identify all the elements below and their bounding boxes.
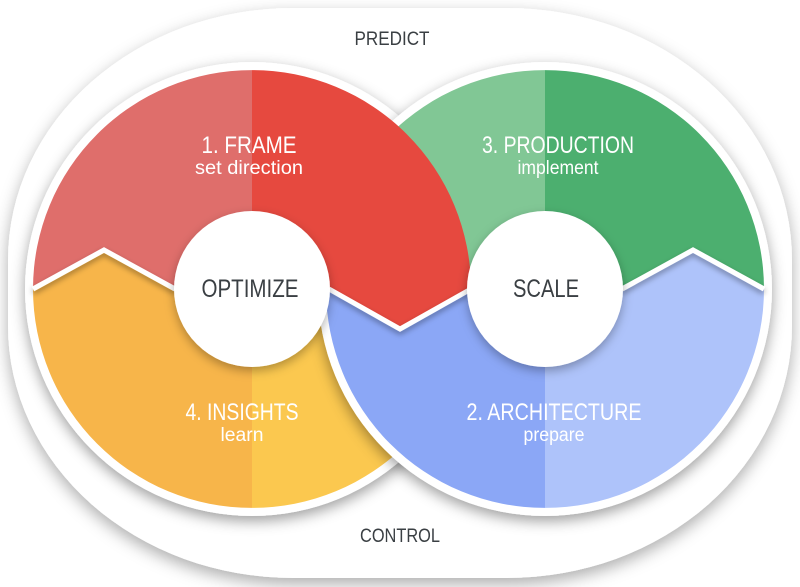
insights-title: 4. INSIGHTS bbox=[186, 399, 299, 426]
segment-architecture-right-half bbox=[545, 250, 764, 508]
production-subtitle: implement bbox=[518, 158, 600, 179]
optimize-hub bbox=[174, 211, 330, 367]
optimize-hub-label: OPTIMIZE bbox=[202, 275, 299, 303]
control-label: CONTROL bbox=[360, 526, 440, 547]
production-title: 3. PRODUCTION bbox=[482, 132, 634, 159]
scale-hub-label: SCALE bbox=[513, 275, 579, 303]
architecture-arrow-tip bbox=[620, 247, 766, 292]
insights-subtitle: learn bbox=[221, 425, 264, 446]
segment-frame-right-half bbox=[252, 70, 471, 329]
scale-hub bbox=[467, 211, 623, 367]
segment-insights-left-half bbox=[33, 250, 252, 508]
frame-arrow-tip bbox=[327, 286, 473, 332]
insights-arrow-overlay bbox=[31, 247, 177, 292]
architecture-title: 2. ARCHITECTURE bbox=[467, 399, 642, 426]
architecture-subtitle: prepare bbox=[524, 425, 585, 446]
frame-title: 1. FRAME bbox=[202, 132, 297, 159]
frame-subtitle: set direction bbox=[195, 158, 303, 179]
predict-label: PREDICT bbox=[355, 29, 430, 50]
insights-arrow-tip bbox=[31, 247, 177, 292]
insights-arrow-fill bbox=[33, 250, 175, 289]
